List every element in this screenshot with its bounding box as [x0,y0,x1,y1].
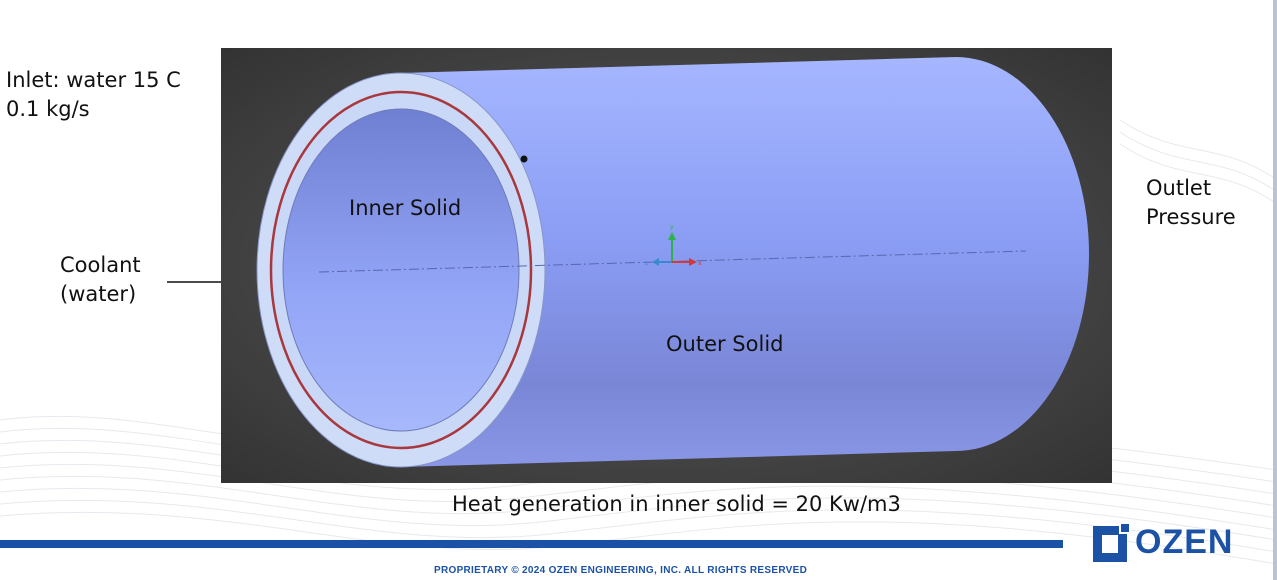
ozen-logo-mark-icon [1093,522,1131,562]
triad-z-label: z [645,260,648,267]
triad-y-label: y [670,224,674,231]
geometry-viewport[interactable]: y x z Inner Solid Outer Solid [221,48,1112,483]
triad-x-label: x [698,260,702,267]
inlet-label: Inlet: water 15 C [6,68,181,92]
outer-solid-label: Outer Solid [666,332,784,356]
outer-solid-body [401,57,1089,467]
footer-bar [0,540,1063,548]
ozen-logo-text: OZEN [1135,523,1234,561]
inlet-flow-label: 0.1 kg/s [6,97,90,121]
copyright-notice: PROPRIETARY © 2024 OZEN ENGINEERING, INC… [434,565,808,576]
inner-solid-label: Inner Solid [349,196,462,220]
pipe-geometry: y x z [221,48,1112,483]
coolant-label: Coolant [60,253,141,277]
axis-centerline [318,250,1027,273]
ozen-logo: OZEN [1093,520,1233,564]
outlet-label: Outlet [1146,176,1212,200]
inner-solid-bore [282,108,520,432]
heat-generation-caption: Heat generation in inner solid = 20 Kw/m… [452,492,901,516]
coordinate-triad [652,232,697,266]
outlet-pressure-label: Pressure [1146,205,1236,229]
slide-edge-divider [1273,0,1277,580]
coolant-sub-label: (water) [60,282,137,306]
point-marker [520,155,528,163]
